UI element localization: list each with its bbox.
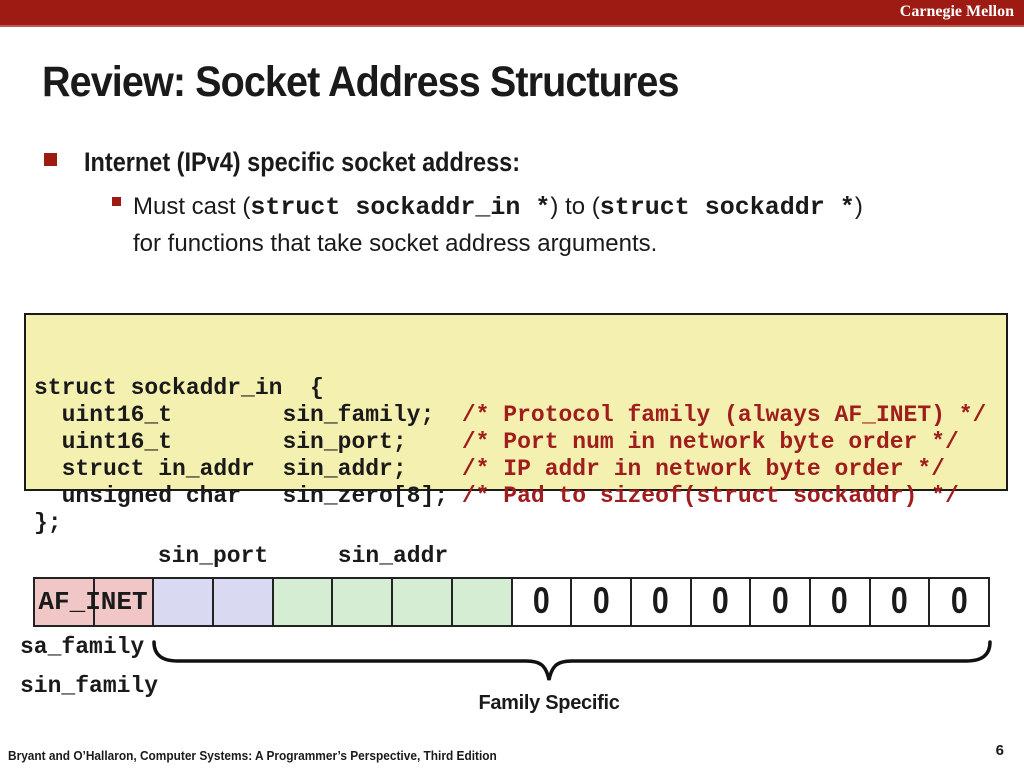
code-line: struct sockaddr_in { <box>34 375 324 401</box>
inline-text: Must cast ( <box>133 193 251 220</box>
header-bar: Carnegie Mellon <box>0 0 1024 27</box>
inline-code: struct sockaddr * <box>599 193 855 222</box>
zero-value: 0 <box>711 579 729 621</box>
byte-cell-addr <box>393 579 453 625</box>
zero-value: 0 <box>771 579 789 621</box>
brand-logo: Carnegie Mellon <box>899 3 1014 20</box>
byte-cell-addr <box>333 579 394 625</box>
byte-cell-zero: 0 <box>810 579 871 625</box>
code-block: struct sockaddr_in { uint16_t sin_family… <box>24 313 1008 536</box>
label-sin-port: sin_port <box>157 543 269 569</box>
footer-page-number: 6 <box>995 742 1004 759</box>
byte-cell-port <box>214 579 274 625</box>
label-sa-family: sa_family <box>20 634 145 660</box>
zero-value: 0 <box>950 579 968 621</box>
zero-value: 0 <box>592 579 610 621</box>
byte-cell-addr <box>273 579 334 625</box>
brace-label: Family Specific <box>478 692 620 714</box>
code-line: }; <box>34 510 62 536</box>
sub-bullet-line2: for functions that take socket address a… <box>133 230 658 257</box>
byte-cell-addr <box>452 579 513 625</box>
byte-cell-zero: 0 <box>751 579 811 625</box>
byte-cell-family <box>94 579 155 625</box>
underbrace-icon <box>152 640 992 681</box>
code-line: struct in_addr sin_addr; /* IP addr in n… <box>34 456 945 482</box>
bullet-square-icon <box>44 153 57 166</box>
byte-cell-zero: 0 <box>870 579 931 625</box>
code-line: uint16_t sin_family; /* Protocol family … <box>34 402 987 428</box>
byte-cell-port <box>154 579 215 625</box>
zero-value: 0 <box>891 579 908 621</box>
byte-cell-zero: 0 <box>631 579 692 625</box>
page-title: Review: Socket Address Structures <box>42 58 679 106</box>
inline-code: struct sockaddr_in * <box>250 193 551 222</box>
sub-bullet-text: Must cast (struct sockaddr_in *) to (str… <box>133 189 1003 262</box>
byte-cell-zero: 0 <box>572 579 632 625</box>
footer-citation: Bryant and O’Hallaron, Computer Systems:… <box>8 749 497 763</box>
zero-value: 0 <box>831 579 849 621</box>
label-sin-addr: sin_addr <box>337 543 449 569</box>
sub-bullet-square-icon <box>112 197 121 206</box>
byte-cell-zero: 0 <box>512 579 573 625</box>
zero-value: 0 <box>652 579 670 621</box>
byte-cell-zero: 0 <box>691 579 752 625</box>
inline-text: ) <box>854 193 863 220</box>
byte-cell-zero: 0 <box>930 579 988 625</box>
byte-cell-family <box>35 579 95 625</box>
zero-value: 0 <box>532 579 550 621</box>
label-sin-family: sin_family <box>20 673 159 699</box>
code-line: uint16_t sin_port; /* Port num in networ… <box>34 429 959 455</box>
bullet-main-text: Internet (IPv4) specific socket address: <box>84 147 521 177</box>
code-lines: struct sockaddr_in { uint16_t sin_family… <box>34 375 1006 537</box>
sub-bullet-line1: Must cast (struct sockaddr_in *) to (str… <box>133 189 1003 226</box>
code-line: unsigned char sin_zero[8]; /* Pad to siz… <box>34 483 959 509</box>
inline-text: ) to ( <box>550 193 600 220</box>
